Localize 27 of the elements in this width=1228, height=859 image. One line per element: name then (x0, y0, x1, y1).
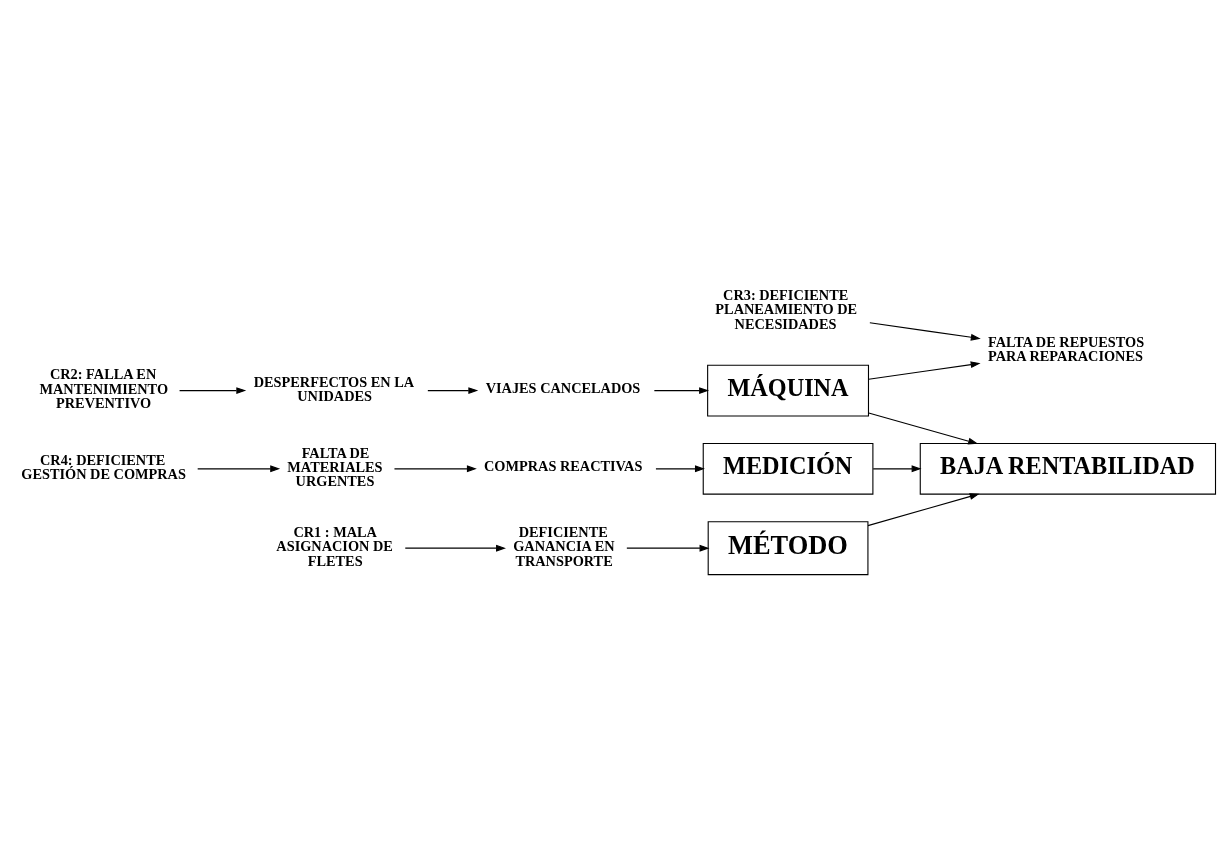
node-box: MÁQUINA (707, 364, 870, 416)
node-text: FALTA DE MATERIALES URGENTES (287, 444, 383, 489)
node-text: FALTA DE REPUESTOS PARA REPARACIONES (988, 333, 1145, 364)
arrow (197, 464, 281, 472)
arrow (869, 321, 981, 341)
arrow (867, 492, 980, 526)
arrow (872, 464, 922, 472)
node-text: CR2: FALLA EN MANTENIMIENTO PREVENTIVO (39, 365, 169, 411)
arrow (179, 386, 247, 394)
arrow (427, 386, 479, 394)
arrow (404, 544, 506, 552)
arrow (655, 464, 705, 472)
arrow (868, 411, 979, 444)
node-box: MÉTODO (707, 520, 869, 575)
node-text: CR1 : MALA ASIGNACION DE FLETES (276, 523, 393, 569)
node-text: CR4: DEFICIENTE GESTIÓN DE COMPRAS (21, 451, 186, 482)
node-text: DEFICIENTE GANANCIA EN TRANSPORTE (513, 523, 615, 569)
node-text: CR3: DEFICIENTE PLANEAMIENTO DE NECESIDADES (715, 286, 858, 332)
arrow (626, 544, 710, 552)
arrow (868, 360, 981, 380)
node-text: DESPERFECTOS EN LA UNIDADES (253, 373, 415, 404)
node-box: MEDICIÓN (702, 442, 874, 495)
node-box: BAJA RENTABILIDAD (919, 442, 1217, 495)
node-text: COMPRAS REACTIVAS (484, 457, 643, 474)
arrow (393, 464, 477, 472)
node-text: VIAJES CANCELADOS (485, 379, 641, 396)
arrow (653, 386, 710, 394)
